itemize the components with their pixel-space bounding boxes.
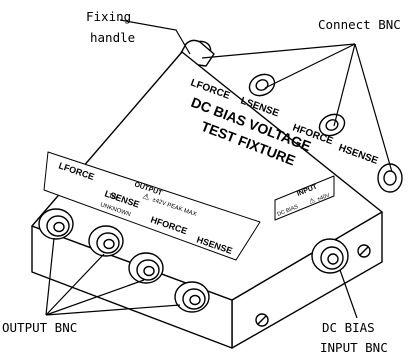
fixing-handle-callout-line2: handle xyxy=(90,30,135,45)
leader-output-4 xyxy=(45,304,181,316)
front-to-text: TO xyxy=(107,193,117,201)
connect-bnc-rear-2 xyxy=(248,73,276,97)
leader-output-1 xyxy=(45,237,55,316)
connect-bnc-rear-4 xyxy=(377,163,403,193)
output-bnc-callout: OUTPUT BNC xyxy=(2,320,77,335)
screw-front xyxy=(357,244,371,258)
front-warning-symbol: ⚠ xyxy=(141,191,151,202)
leader-connect-3 xyxy=(333,43,356,127)
leader-connect-4 xyxy=(354,43,393,173)
side-label-box xyxy=(274,175,335,221)
front-label-strip xyxy=(43,151,261,261)
dc-bias-input-bnc xyxy=(311,238,349,274)
output-bnc-lsense xyxy=(88,225,124,257)
output-bnc-lforce xyxy=(38,208,74,240)
screw-side xyxy=(255,313,269,327)
output-bnc-hsense xyxy=(174,281,210,313)
leader-output-2 xyxy=(45,253,105,316)
connect-bnc-rear-3 xyxy=(318,113,346,137)
dc-bias-callout-line1: DC BIAS xyxy=(322,320,375,335)
output-bnc-hforce xyxy=(128,252,164,284)
leader-connect-1 xyxy=(201,43,356,59)
fixing-handle-callout-line1: Fixing xyxy=(86,9,131,24)
leader-dc-bias xyxy=(339,269,358,319)
leader-fixing-handle xyxy=(119,19,191,55)
top-label-hsense: HSENSE xyxy=(337,142,380,167)
side-warning-text: ±40V xyxy=(317,192,331,202)
side-warning-symbol: ⚠ xyxy=(308,196,317,206)
dc-bias-callout-line2: INPUT BNC xyxy=(320,340,388,355)
connect-bnc-callout: Connect BNC xyxy=(318,17,401,32)
leader-output-3 xyxy=(45,279,145,316)
leader-connect-2 xyxy=(264,43,356,89)
